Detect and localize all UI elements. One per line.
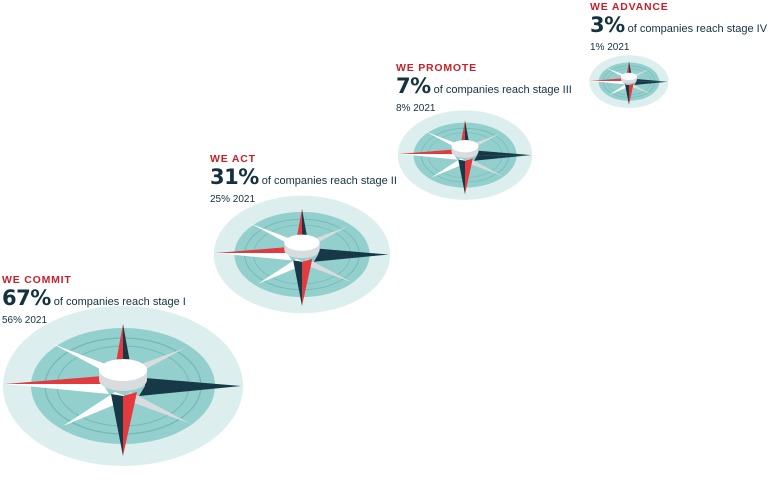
compass-3-e-point-top: [477, 150, 532, 156]
stage-3-label: WE PROMOTE 7%of companies reach stage II…: [396, 61, 572, 116]
compass-2-w-point-top: [215, 247, 288, 253]
stage-1-label: WE COMMIT 67%of companies reach stage I …: [2, 273, 186, 328]
compass-4-s-point-right: [629, 83, 634, 105]
stage-1-percent: 67%: [2, 286, 51, 310]
stage-1-stat: 67%of companies reach stage I: [2, 287, 186, 313]
compass-1-e-point-top: [145, 378, 241, 386]
compass-3-n-point-left: [460, 120, 465, 145]
compass-4-e-point-top: [636, 79, 668, 82]
stage-4-percent: 3%: [590, 13, 625, 37]
compass-2-s-point-right: [302, 258, 313, 306]
stage-2-description: of companies reach stage II: [261, 175, 397, 187]
compass-2-w-point-bottom: [215, 253, 292, 261]
compass-1-s-point-right: [123, 392, 137, 456]
compass-3-hub-top: [451, 140, 479, 153]
compass-4-se-point: [628, 83, 652, 95]
stage-4-stat: 3%of companies reach stage IV: [590, 14, 767, 40]
compass-4: [589, 55, 669, 109]
stage-1-title: WE COMMIT: [2, 274, 72, 286]
compass-3-w-point-bottom: [398, 154, 458, 160]
compass-1-n-point-right: [123, 324, 131, 368]
stage-2-title: WE ACT: [210, 153, 256, 165]
compass-3: [397, 110, 533, 200]
compass-3-e-point-bottom: [474, 155, 532, 161]
compass-1-w-point-bottom: [5, 384, 109, 394]
stage-3-title: WE PROMOTE: [396, 62, 477, 74]
compass-2-e-point-bottom: [313, 254, 389, 262]
stage-3-percent: 7%: [396, 74, 431, 98]
compass-4-s-point-left: [625, 84, 629, 105]
compass-4-hub-top: [621, 72, 637, 81]
compass-2-s-point-left: [293, 260, 302, 306]
stage-4-title: WE ADVANCE: [590, 1, 669, 13]
compass-4-w-point-top: [590, 78, 623, 81]
stage-1-description: of companies reach stage I: [53, 296, 186, 308]
compass-3-w-point-top: [398, 149, 454, 154]
stage-3-prior-year: 8% 2021: [396, 103, 436, 114]
compass-1-s-point-left: [111, 394, 123, 456]
stage-2-label: WE ACT 31%of companies reach stage II 25…: [210, 152, 397, 207]
stage-1-prior-year: 56% 2021: [2, 315, 48, 326]
compass-4-e-point-bottom: [634, 81, 668, 85]
compass-1-e-point-bottom: [139, 386, 241, 396]
compass-3-s-point-left: [458, 159, 465, 195]
compass-4-w-point-bottom: [590, 81, 625, 85]
stage-4-prior-year: 1% 2021: [590, 42, 630, 53]
compass-4-n-point-left: [626, 61, 629, 76]
compass-2-hub-top: [284, 234, 320, 251]
stage-4-label: WE ADVANCE 3%of companies reach stage IV…: [590, 0, 767, 55]
compass-1: [3, 306, 243, 466]
compass-1-se-point: [121, 392, 191, 424]
compass-3-se-point: [463, 158, 504, 177]
compass-4-n-point-right: [629, 61, 632, 76]
compass-1-w-point-top: [5, 376, 103, 384]
compass-2-se-point: [300, 258, 352, 283]
stage-3-description: of companies reach stage III: [433, 84, 572, 96]
compass-3-n-point-right: [465, 120, 470, 145]
compass-1-hub-top: [99, 359, 147, 381]
compass-2-n-point-right: [302, 208, 308, 242]
compass-3-s-point-right: [465, 158, 473, 195]
stage-3-stat: 7%of companies reach stage III: [396, 75, 572, 101]
compass-2-e-point-top: [318, 248, 389, 255]
compass-2: [213, 195, 391, 314]
stage-2-percent: 31%: [210, 165, 259, 189]
stage-4-description: of companies reach stage IV: [627, 23, 768, 35]
stage-2-stat: 31%of companies reach stage II: [210, 166, 397, 192]
stage-2-prior-year: 25% 2021: [210, 194, 256, 205]
compass-1-n-point-left: [115, 324, 123, 368]
compass-2-n-point-left: [296, 208, 302, 242]
